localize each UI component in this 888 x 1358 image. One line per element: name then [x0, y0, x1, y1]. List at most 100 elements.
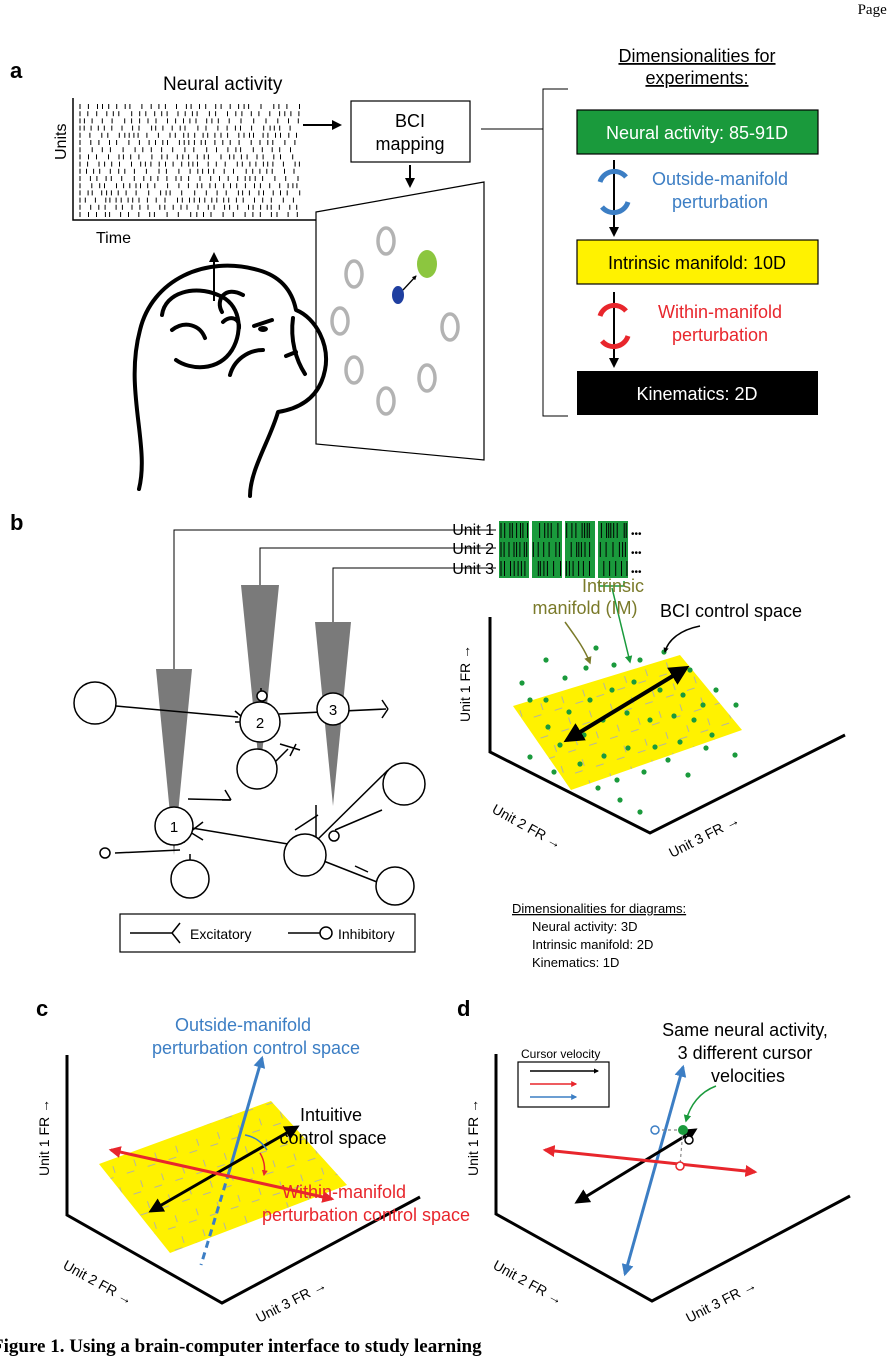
panel-c: c Outside-manifold perturbation control … [36, 996, 470, 1326]
panel-a: a Neural activity Units Time BCI mapping [10, 46, 819, 498]
bci-control-axis [563, 665, 690, 743]
activity-dot [595, 785, 601, 791]
axes-3d-d [494, 1054, 851, 1303]
c-outside-label-1: Outside-manifold [175, 1015, 311, 1035]
c-intuitive-label-1: Intuitive [300, 1105, 362, 1125]
activity-dot [609, 687, 615, 693]
cursor-arrow [402, 275, 417, 291]
diag-neural: Neural activity: 3D [532, 919, 637, 934]
box-neural-activity [576, 109, 819, 155]
red-projection [675, 1161, 685, 1171]
activity-dot [527, 697, 533, 703]
arrow-bin-to-space [611, 587, 633, 664]
activity-dot [671, 713, 677, 719]
panel-b: b [10, 510, 846, 970]
activity-dot [562, 675, 568, 681]
figure-caption: Figure 1. Using a brain-computer interfa… [0, 1336, 482, 1357]
wire-unit-2 [259, 547, 496, 585]
d-axis-unit3: Unit 3 FR → [683, 1276, 759, 1325]
im-pointer [564, 621, 592, 665]
d-within-axis [542, 1145, 758, 1177]
raster-y-axis: Units [53, 124, 70, 160]
within-label-2: perturbation [672, 325, 768, 345]
panel-a-label: a [10, 58, 23, 83]
page-header: Page 2 [857, 2, 888, 18]
activity-dot [677, 739, 683, 745]
bci-space-pointer [663, 625, 701, 654]
c-axis-unit2: Unit 2 FR → [61, 1257, 136, 1308]
diag-title: Dimensionalities for diagrams: [512, 901, 686, 916]
outside-label-1: Outside-manifold [652, 169, 788, 189]
electrode-2 [241, 585, 279, 775]
outside-cycle-icon [597, 168, 631, 216]
monkey-eye [258, 326, 268, 332]
activity-dot [543, 697, 549, 703]
c-axis-unit3: Unit 3 FR → [253, 1276, 329, 1325]
selected-bin-bracket [598, 581, 625, 587]
d-note-1: Same neural activity, [662, 1020, 828, 1040]
activity-dot [637, 657, 643, 663]
raster-axes [72, 98, 336, 221]
bci-box-line2: mapping [375, 134, 444, 154]
activity-dot [577, 761, 583, 767]
raster-x-axis: Time [96, 230, 131, 247]
dims-bracket [542, 88, 568, 417]
ellipsis-2: ••• [631, 548, 642, 559]
outside-label-2: perturbation [672, 192, 768, 212]
within-rotation-arc [259, 1152, 268, 1177]
activity-dot [637, 809, 643, 815]
active-target [417, 250, 437, 278]
d-note-2: 3 different cursor [678, 1043, 813, 1063]
activity-dot [617, 797, 623, 803]
neuron-2-label: 2 [256, 715, 264, 732]
box-kinematics-label: Kinematics: 2D [636, 384, 757, 404]
activity-dot [593, 645, 599, 651]
activity-dot [732, 752, 738, 758]
axes-3d-b [488, 617, 846, 835]
electrode-1 [156, 669, 192, 855]
legend-inhibitory: Inhibitory [338, 926, 395, 942]
unit-spikes [500, 523, 628, 576]
activity-dot [583, 665, 589, 671]
activity-dot [624, 710, 630, 716]
activity-dot [700, 702, 706, 708]
box-neural-label: Neural activity: 85-91D [606, 123, 788, 143]
wire-unit-1 [173, 529, 496, 669]
neuron-3-label: 3 [329, 702, 337, 719]
raster-title: Neural activity [163, 74, 283, 95]
c-within-label-1: Within-manifold [282, 1182, 406, 1202]
d-outside-axis [621, 1064, 687, 1277]
bci-box-line1: BCI [395, 111, 425, 131]
activity-dot [631, 679, 637, 685]
c-outside-label-2: perturbation control space [152, 1038, 360, 1058]
black-projection [684, 1135, 694, 1145]
outside-rotation-arc [244, 1134, 268, 1151]
unit-3-label: Unit 3 [452, 561, 494, 578]
activity-dot [614, 777, 620, 783]
unit-2-label: Unit 2 [452, 541, 494, 558]
b-axis-unit2: Unit 2 FR → [490, 801, 565, 852]
network-neurons [73, 681, 426, 906]
activity-dot [647, 717, 653, 723]
excitatory-icon [130, 922, 181, 944]
panel-d-label: d [457, 996, 470, 1021]
neuron-1-label: 1 [170, 819, 178, 836]
activity-dot [527, 754, 533, 760]
activity-dot [687, 667, 693, 673]
activity-dot [733, 702, 739, 708]
b-axis-unit1: Unit 1 FR → [457, 645, 473, 722]
targets [330, 226, 460, 416]
diag-intrinsic: Intrinsic manifold: 2D [532, 937, 653, 952]
synapse-legend [119, 913, 416, 953]
inhibitory-icon [319, 926, 333, 940]
activity-dot [709, 732, 715, 738]
box-intrinsic-manifold [576, 239, 819, 285]
cursor-dot [392, 286, 404, 304]
activity-dot [641, 769, 647, 775]
activity-dot [625, 745, 631, 751]
dims-title-line1: Dimensionalities for [618, 46, 775, 66]
axes-3d-c [65, 1055, 421, 1305]
monkey-drawing [132, 263, 328, 498]
activity-dot [611, 662, 617, 668]
